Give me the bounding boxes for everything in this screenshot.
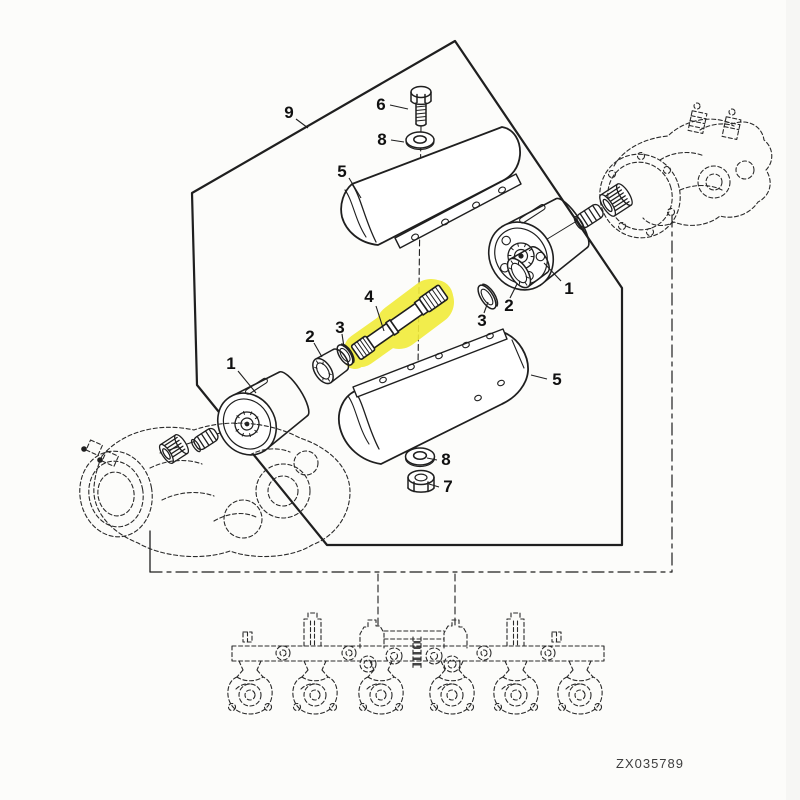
callout-coupling-right: 1 — [543, 262, 574, 298]
callout-label-5-top: 5 — [337, 162, 346, 181]
location-bracket — [149, 214, 673, 627]
bushing-left — [312, 348, 350, 385]
lock-nut — [407, 469, 435, 493]
toolbar-assembly — [227, 612, 605, 715]
callout-label-2-right: 2 — [504, 296, 513, 315]
gearbox-left — [79, 422, 351, 558]
splined-coupler-left — [190, 427, 219, 453]
callouts: 9 6 8 5 1 2 3 4 — [226, 95, 573, 496]
drive-coupling-right — [487, 197, 590, 291]
gearbox-right — [525, 102, 773, 253]
callout-bushing-left: 2 — [305, 327, 323, 358]
gearbox-input-gear-right — [599, 183, 633, 217]
callout-shaft: 4 — [364, 287, 385, 332]
drive-coupling-left — [216, 371, 310, 456]
washer-bottom — [404, 447, 436, 468]
splined-coupler-right — [573, 203, 604, 231]
callout-nut: 7 — [428, 477, 453, 496]
callout-shield-top: 5 — [337, 162, 362, 199]
callout-label-8-bottom: 8 — [441, 450, 450, 469]
callout-label-7: 7 — [443, 477, 452, 496]
thrust-ring-right — [477, 283, 499, 310]
frame-outline — [190, 39, 624, 547]
part-code: ZX035789 — [616, 756, 684, 771]
callout-ring-right: 3 — [477, 301, 489, 330]
bar-stands — [242, 612, 562, 647]
callout-label-9: 9 — [284, 103, 293, 122]
callout-washer-bottom: 8 — [426, 450, 451, 469]
callout-ring-left: 3 — [335, 318, 345, 348]
callout-label-3-left: 3 — [335, 318, 344, 337]
washer-top — [405, 131, 435, 151]
callout-bolt: 6 — [376, 95, 409, 114]
shaft-couplings-on-bar — [275, 645, 556, 661]
callout-label-6: 6 — [376, 95, 385, 114]
callout-label-4: 4 — [364, 287, 374, 306]
callout-label-8-top: 8 — [377, 130, 386, 149]
carriage-bolt — [410, 85, 432, 127]
shield-bottom — [338, 328, 529, 465]
gearbox-input-gear-left — [158, 433, 190, 465]
callout-coupling-left: 1 — [226, 354, 257, 394]
drive-shaft — [350, 284, 449, 360]
callout-bushing-right: 2 — [504, 283, 518, 315]
callout-label-5-bottom: 5 — [552, 370, 561, 389]
callout-label-1-right: 1 — [564, 279, 573, 298]
bushing-right — [506, 246, 550, 289]
callout-label-2-left: 2 — [305, 327, 314, 346]
callout-label-3-right: 3 — [477, 311, 486, 330]
scan-edge-shading — [786, 0, 800, 800]
callout-label-1-left: 1 — [226, 354, 235, 373]
callout-frame: 9 — [284, 103, 309, 129]
shield-top-flange — [394, 173, 522, 249]
hitch-masts — [359, 619, 468, 673]
callout-washer-top: 8 — [377, 130, 405, 149]
callout-shield-bottom: 5 — [530, 370, 562, 389]
shield-top — [340, 126, 522, 249]
